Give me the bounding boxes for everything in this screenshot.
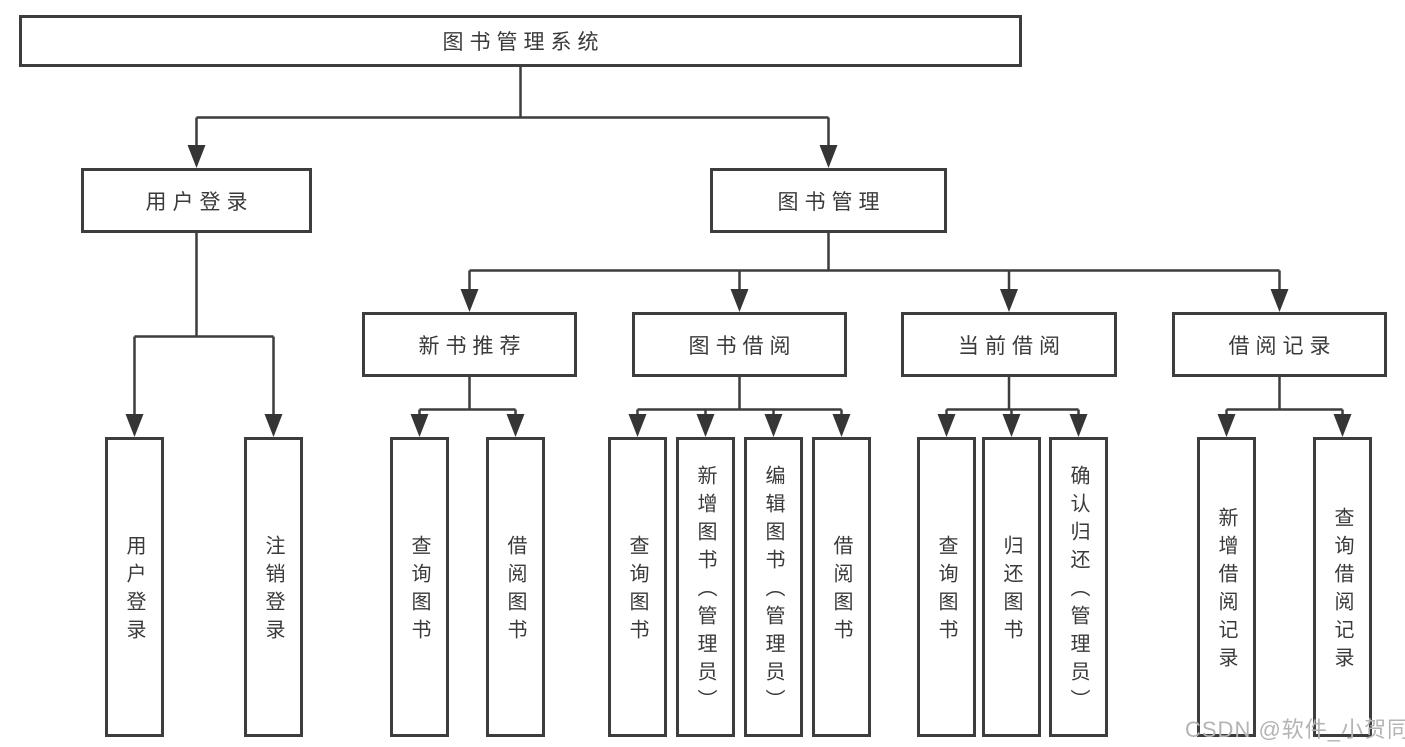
- node-borrowing-records: 借阅记录: [1172, 312, 1387, 377]
- leaf-user-login: 用户登录: [105, 437, 164, 737]
- leaf-borrowing-edit-books-admin-label: 编辑图书（管理员）: [762, 465, 784, 717]
- leaf-records-query-record-label: 查询借阅记录: [1331, 507, 1353, 675]
- node-book-borrowing: 图书借阅: [632, 312, 847, 377]
- leaf-borrowing-query-books: 查询图书: [608, 437, 667, 737]
- leaf-current-query-books-label: 查询图书: [935, 535, 957, 647]
- csdn-watermark: CSDN @软件_小贺同学: [1185, 717, 1405, 742]
- node-current-borrowing-label: 当前借阅: [958, 334, 1066, 358]
- leaf-borrowing-edit-books-admin: 编辑图书（管理员）: [744, 437, 803, 737]
- leaf-records-query-record: 查询借阅记录: [1313, 437, 1372, 737]
- node-user-login-label: 用户登录: [145, 190, 254, 214]
- leaf-records-add-record-label: 新增借阅记录: [1215, 507, 1237, 675]
- node-user-login: 用户登录: [81, 168, 312, 233]
- node-book-management: 图书管理: [710, 168, 947, 233]
- leaf-current-return-books: 归还图书: [982, 437, 1041, 737]
- node-new-book-recommend: 新书推荐: [362, 312, 577, 377]
- leaf-recommend-borrow-books-label: 借阅图书: [504, 535, 526, 647]
- node-book-management-label: 图书管理: [777, 190, 886, 214]
- leaf-borrowing-borrow-books: 借阅图书: [812, 437, 871, 737]
- node-borrowing-records-label: 借阅记录: [1228, 334, 1337, 358]
- leaf-current-confirm-return-admin-label: 确认归还（管理员）: [1067, 465, 1089, 717]
- leaf-records-add-record: 新增借阅记录: [1197, 437, 1256, 737]
- leaf-recommend-borrow-books: 借阅图书: [486, 437, 545, 737]
- connector-paths: [133, 67, 1344, 433]
- node-root: 图书管理系统: [19, 15, 1022, 67]
- leaf-borrowing-add-books-admin-label: 新增图书（管理员）: [694, 465, 716, 717]
- leaf-recommend-query-books-label: 查询图书: [408, 535, 430, 647]
- leaf-borrowing-query-books-label: 查询图书: [626, 535, 648, 647]
- leaf-current-query-books: 查询图书: [917, 437, 976, 737]
- node-new-book-recommend-label: 新书推荐: [418, 334, 527, 358]
- leaf-borrowing-borrow-books-label: 借阅图书: [830, 535, 852, 647]
- leaf-logout-label: 注销登录: [262, 535, 284, 647]
- leaf-current-confirm-return-admin: 确认归还（管理员）: [1049, 437, 1108, 737]
- node-root-label: 图书管理系统: [442, 31, 605, 54]
- node-current-borrowing: 当前借阅: [901, 312, 1117, 377]
- leaf-logout: 注销登录: [244, 437, 303, 737]
- node-book-borrowing-label: 图书借阅: [688, 334, 797, 358]
- leaf-recommend-query-books: 查询图书: [390, 437, 449, 737]
- leaf-current-return-books-label: 归还图书: [1000, 535, 1022, 647]
- leaf-borrowing-add-books-admin: 新增图书（管理员）: [676, 437, 735, 737]
- leaf-user-login-label: 用户登录: [123, 535, 145, 647]
